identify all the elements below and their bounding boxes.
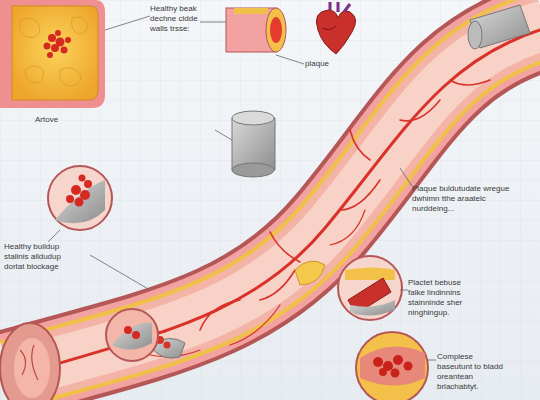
fat-tissue-inset [0,0,105,108]
callout-label: Healthy buildup stalinis alldudup dortat… [4,242,82,272]
leader-line [48,230,60,242]
blockage-inset [48,166,112,230]
plaque-cylinder [215,111,275,177]
leader-line [400,290,408,291]
callout-label: Plaque buldutudate wregue dwhimn tthe ar… [412,184,512,214]
callout-label: Artove [35,115,75,125]
narrowing-inset [338,256,402,320]
leader-line [428,360,436,361]
callout-label: Complese baseutunt to bladd oreantean br… [437,352,509,392]
leader-line [105,16,150,30]
artery-cross-section [0,323,60,400]
complete-blockage-inset [356,332,428,400]
leader-line [400,168,412,186]
callout-label: Healthy beak dechne cldde walls trsse: [150,4,208,34]
leader-line [90,255,150,290]
heart-icon [316,2,355,54]
leader-line [200,22,226,23]
blood-vessels [30,30,540,372]
callout-label: Plactet bebuse falke lindinnins stainnin… [408,278,478,318]
vessel-segment-inset [226,8,286,52]
plaque-deposits [150,5,530,358]
leader-line [276,55,304,64]
plaque-inset [106,309,158,361]
callout-label: plaque [305,59,345,69]
